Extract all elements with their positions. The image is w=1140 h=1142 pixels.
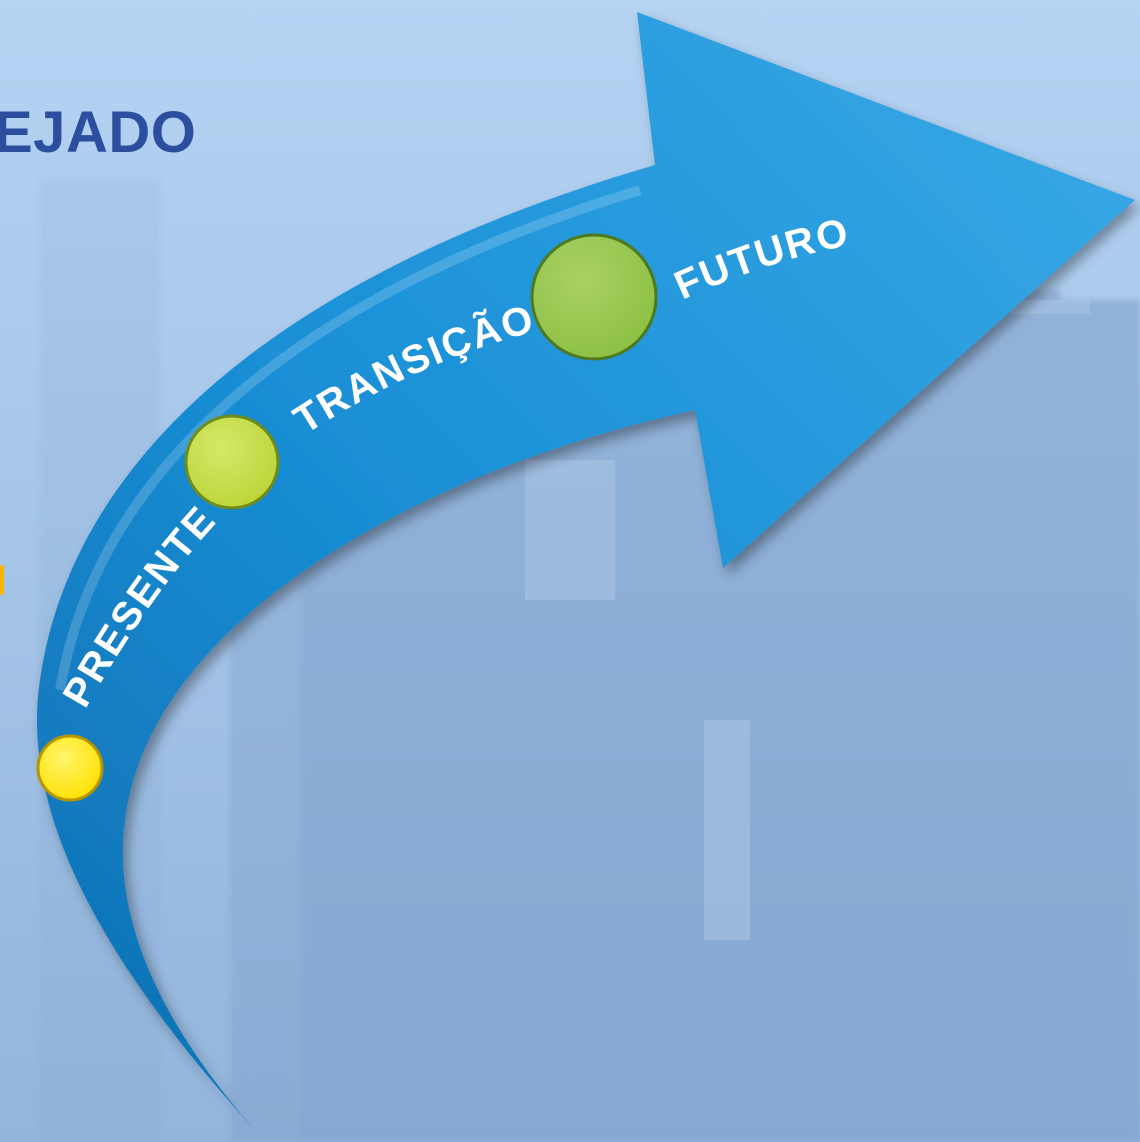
dot-icon bbox=[530, 233, 658, 361]
curved-arrow-icon bbox=[36, 12, 1136, 1130]
dot-icon bbox=[36, 734, 104, 802]
factory-details bbox=[525, 300, 1090, 940]
page-title: EJADO bbox=[0, 100, 197, 165]
dot-icon bbox=[184, 414, 280, 510]
accent-mark bbox=[0, 565, 4, 595]
arrow-highlight bbox=[55, 185, 642, 691]
